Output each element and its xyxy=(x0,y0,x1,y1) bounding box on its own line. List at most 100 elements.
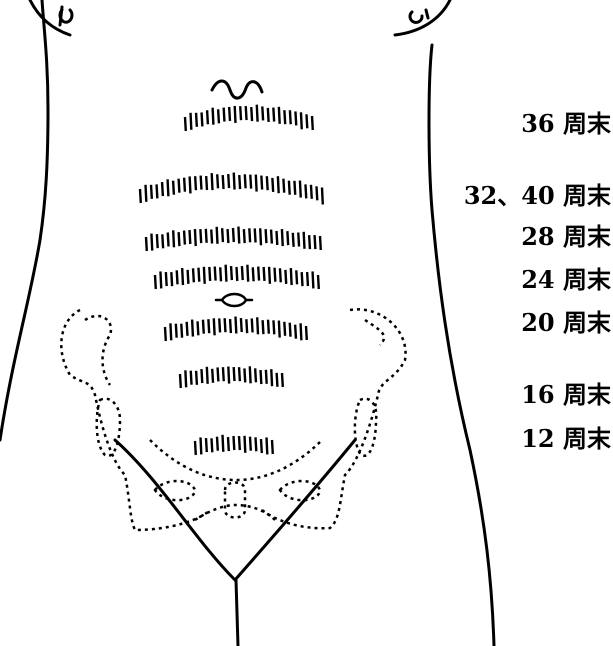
hatch-mark xyxy=(221,434,225,452)
hatch-mark xyxy=(259,438,263,454)
hatch-mark xyxy=(249,174,253,189)
hatch-mark xyxy=(238,175,242,190)
week-label-28: 28 周末 xyxy=(521,222,611,251)
hatch-mark xyxy=(223,318,227,333)
fundal-height-band-28 xyxy=(144,226,322,252)
hatch-mark xyxy=(178,373,182,389)
hatch-mark xyxy=(273,267,277,282)
hatch-mark xyxy=(261,320,265,335)
right-nipple-icon xyxy=(408,8,430,24)
hatch-mark xyxy=(210,173,214,191)
hatch-mark xyxy=(144,184,148,202)
hatch-mark xyxy=(200,368,204,384)
right-obturator xyxy=(278,479,322,502)
hatch-mark xyxy=(227,106,232,121)
hatch-mark xyxy=(288,110,292,125)
week-label-20: 20 周末 xyxy=(521,308,611,337)
hatch-mark xyxy=(264,369,268,384)
hatch-mark xyxy=(212,318,216,336)
hatch-mark xyxy=(204,175,209,191)
hatch-mark xyxy=(227,366,231,384)
hatch-mark xyxy=(258,228,263,246)
hatch-mark xyxy=(255,317,260,335)
hatch-mark xyxy=(311,271,315,289)
left-nipple-icon xyxy=(58,5,74,27)
hatch-mark xyxy=(267,266,272,284)
left-pelvis-outline xyxy=(60,308,211,532)
hatch-mark xyxy=(182,177,187,192)
hatch-mark xyxy=(170,272,174,287)
hatch-mark xyxy=(183,116,187,132)
hatch-mark xyxy=(185,321,189,336)
hatch-mark xyxy=(166,232,170,247)
hatch-mark xyxy=(221,367,225,382)
hatch-mark xyxy=(150,233,154,251)
fundal-height-band-16 xyxy=(178,366,284,389)
hatch-mark xyxy=(304,184,308,199)
hatch-mark xyxy=(248,228,252,243)
hatch-mark xyxy=(250,318,254,333)
xiphoid-mark xyxy=(210,79,264,100)
hatch-mark xyxy=(260,175,264,190)
week-label-32-40: 32、40 周末 xyxy=(463,181,611,210)
hatch-mark xyxy=(216,109,221,124)
hatch-mark xyxy=(197,267,201,282)
hatch-mark xyxy=(175,270,179,285)
hatch-mark xyxy=(305,114,309,129)
hatch-mark xyxy=(204,228,208,243)
hatch-mark xyxy=(208,266,212,281)
hatch-mark xyxy=(286,231,290,246)
hatch-mark xyxy=(272,107,276,122)
hatch-mark xyxy=(261,106,265,121)
navel-icon xyxy=(214,292,254,308)
hatch-mark xyxy=(201,319,205,334)
hatch-mark xyxy=(164,271,168,287)
hatch-mark xyxy=(149,184,154,199)
hatch-mark xyxy=(275,230,279,246)
hatch-mark xyxy=(169,323,173,341)
hatch-mark xyxy=(305,271,310,287)
week-label-12: 12 周末 xyxy=(521,424,611,453)
week-label-16: 16 周末 xyxy=(521,380,611,409)
hatch-mark xyxy=(257,266,261,281)
midline xyxy=(234,578,240,646)
hatch-mark xyxy=(216,367,220,382)
fundal-height-band-36 xyxy=(183,104,314,132)
hatch-mark xyxy=(242,229,246,244)
hatch-mark xyxy=(245,319,249,334)
hatch-mark xyxy=(211,368,215,383)
hatch-mark xyxy=(298,180,302,198)
hatch-mark xyxy=(250,106,254,122)
right-body-contour xyxy=(427,43,496,646)
hatch-mark xyxy=(216,174,220,189)
hatch-mark xyxy=(300,272,304,287)
left-obturator xyxy=(153,479,197,502)
left-acetabulum xyxy=(95,397,122,457)
hatch-mark xyxy=(210,229,214,244)
hatch-mark xyxy=(224,264,228,282)
hatch-mark xyxy=(253,228,257,243)
hatch-mark xyxy=(221,175,225,190)
week-label-36: 36 周末 xyxy=(521,109,611,138)
hatch-mark xyxy=(276,176,280,194)
hatch-mark xyxy=(189,370,193,385)
hatch-mark xyxy=(196,321,200,336)
hatch-mark xyxy=(277,320,281,338)
hatch-mark xyxy=(159,271,163,289)
hatch-mark xyxy=(265,176,269,191)
hatch-mark xyxy=(293,324,298,339)
hatch-mark xyxy=(283,110,287,125)
pelvic-inlet xyxy=(149,439,323,482)
hatch-mark xyxy=(320,187,324,205)
pubic-symphysis xyxy=(223,481,247,519)
hatch-mark xyxy=(188,176,192,194)
hatch-mark xyxy=(205,110,210,125)
hatch-mark xyxy=(194,370,199,385)
hatch-mark xyxy=(239,317,243,333)
hatch-mark xyxy=(153,274,157,290)
hatch-mark xyxy=(246,264,250,282)
hatch-mark xyxy=(163,326,167,342)
hatch-mark xyxy=(316,274,320,290)
